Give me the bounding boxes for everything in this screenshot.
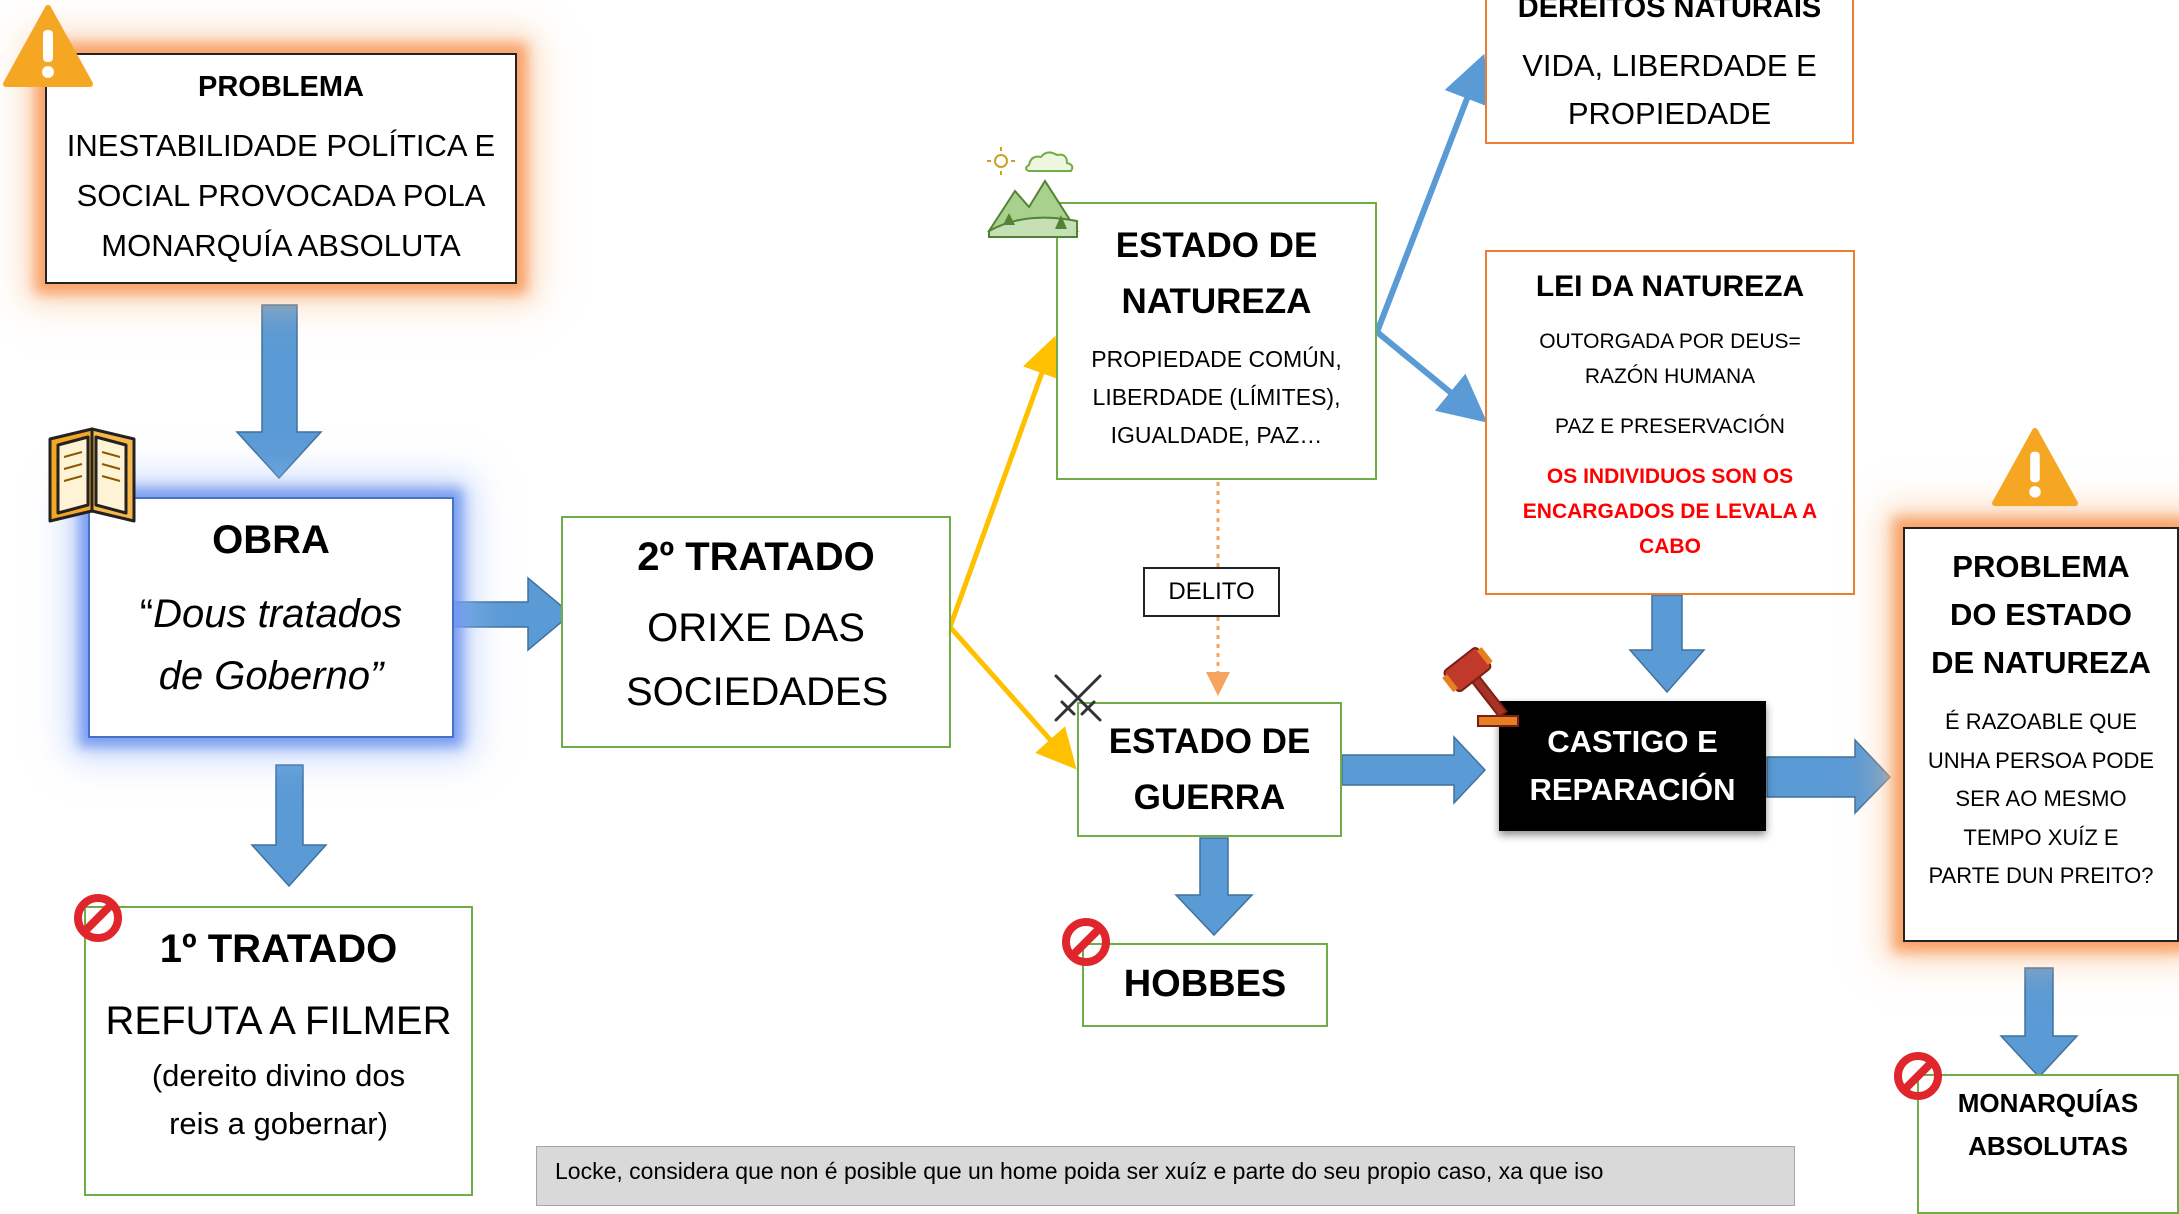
- monarquias-title: MONARQUÍAS ABSOLUTAS: [1957, 1088, 2139, 1161]
- dereitos-box: DEREITOS NATURAIS VIDA, LIBERDADE E PROP…: [1485, 0, 1854, 144]
- note-box: Locke, considera que non é posible que u…: [536, 1146, 1795, 1206]
- primeiro-tratado-note: (dereito divino dos reis a gobernar): [151, 1058, 406, 1141]
- obra-box: OBRA “Dous tratados de Goberno”: [88, 497, 454, 738]
- quote-close: ”: [369, 654, 384, 698]
- problema-title: PROBLEMA: [198, 71, 364, 103]
- arrow-guerra-castigo: [1341, 735, 1487, 805]
- arrow-lei-castigo: [1628, 594, 1706, 694]
- estado-natureza-title: ESTADO DE NATUREZA: [1115, 226, 1318, 321]
- hobbes-text: HOBBES: [1123, 963, 1287, 1006]
- note-text: Locke, considera que non é posible que u…: [555, 1158, 1604, 1184]
- lei-line3: OS INDIVIDUOS SON OS ENCARGADOS DE LEVAL…: [1522, 464, 1818, 558]
- book-icon: [48, 427, 136, 523]
- landscape-icon: [987, 147, 1079, 238]
- quote-open: “: [139, 592, 154, 636]
- forbidden-icon: [74, 894, 122, 942]
- lei-box: LEI DA NATUREZA OUTORGADA POR DEUS= RAZÓ…: [1485, 250, 1855, 595]
- arrow-problema-monarquias: [1999, 967, 2079, 1079]
- warning-icon-right: [1992, 427, 2078, 507]
- primeiro-tratado-title: 1º TRATADO: [159, 927, 398, 971]
- delito-label: DELITO: [1143, 567, 1280, 617]
- obra-work: “Dous tratados de Goberno”: [121, 583, 421, 707]
- lei-line1: OUTORGADA POR DEUS= RAZÓN HUMANA: [1539, 329, 1801, 388]
- hobbes-box: HOBBES: [1082, 943, 1328, 1027]
- dereitos-text: VIDA, LIBERDADE E PROPIEDADE: [1522, 48, 1817, 132]
- arrow-problema-obra: [235, 304, 323, 480]
- swords-icon: [1054, 674, 1102, 722]
- warning-icon: [3, 5, 93, 87]
- problema-estado-text: É RAZOABLE QUE UNHA PERSOA PODE SER AO M…: [1927, 709, 2155, 888]
- arrow-obra-tratado: [451, 576, 573, 652]
- estado-guerra-title: ESTADO DE GUERRA: [1108, 721, 1311, 817]
- arrow-guerra-hobbes: [1174, 837, 1254, 937]
- estado-natureza-text: PROPIEDADE COMÚN, LIBERDADE (LÍMITES), I…: [1091, 346, 1342, 448]
- castigo-box: CASTIGO E REPARACIÓN: [1499, 701, 1766, 831]
- problema-box: PROBLEMA INESTABILIDADE POLÍTICA E SOCIA…: [45, 53, 517, 284]
- problema-estado-box: PROBLEMA DO ESTADO DE NATUREZA É RAZOABL…: [1903, 527, 2179, 942]
- estado-guerra-box: ESTADO DE GUERRA: [1077, 702, 1342, 837]
- lei-line2: PAZ E PRESERVACIÓN: [1555, 414, 1785, 438]
- gavel-icon: [1442, 647, 1519, 727]
- problema-text: INESTABILIDADE POLÍTICA E SOCIAL PROVOCA…: [66, 128, 496, 264]
- arrow-obra-primeiro: [250, 764, 328, 888]
- problema-estado-title: PROBLEMA DO ESTADO DE NATUREZA: [1931, 549, 2151, 680]
- forbidden-icon-monarquias: [1894, 1052, 1942, 1100]
- segundo-tratado-box: 2º TRATADO ORIXE DAS SOCIEDADES: [561, 516, 951, 748]
- segundo-tratado-text: ORIXE DAS SOCIEDADES: [626, 606, 889, 714]
- estado-natureza-box: ESTADO DE NATUREZA PROPIEDADE COMÚN, LIB…: [1056, 202, 1377, 480]
- dereitos-title: DEREITOS NATURAIS: [1517, 0, 1822, 24]
- castigo-title: CASTIGO E REPARACIÓN: [1529, 724, 1736, 807]
- obra-title: OBRA: [212, 518, 330, 562]
- monarquias-box: MONARQUÍAS ABSOLUTAS: [1917, 1074, 2179, 1214]
- delito-text: DELITO: [1168, 578, 1255, 605]
- obra-work-title: Dous tratados de Goberno: [153, 592, 403, 698]
- primeiro-tratado-box: 1º TRATADO REFUTA A FILMER (dereito divi…: [84, 906, 473, 1196]
- primeiro-tratado-subtitle: REFUTA A FILMER: [105, 999, 452, 1043]
- forbidden-icon-hobbes: [1062, 918, 1110, 966]
- lei-title: LEI DA NATUREZA: [1535, 270, 1805, 303]
- arrow-castigo-problema: [1766, 738, 1892, 815]
- segundo-tratado-title: 2º TRATADO: [637, 535, 875, 579]
